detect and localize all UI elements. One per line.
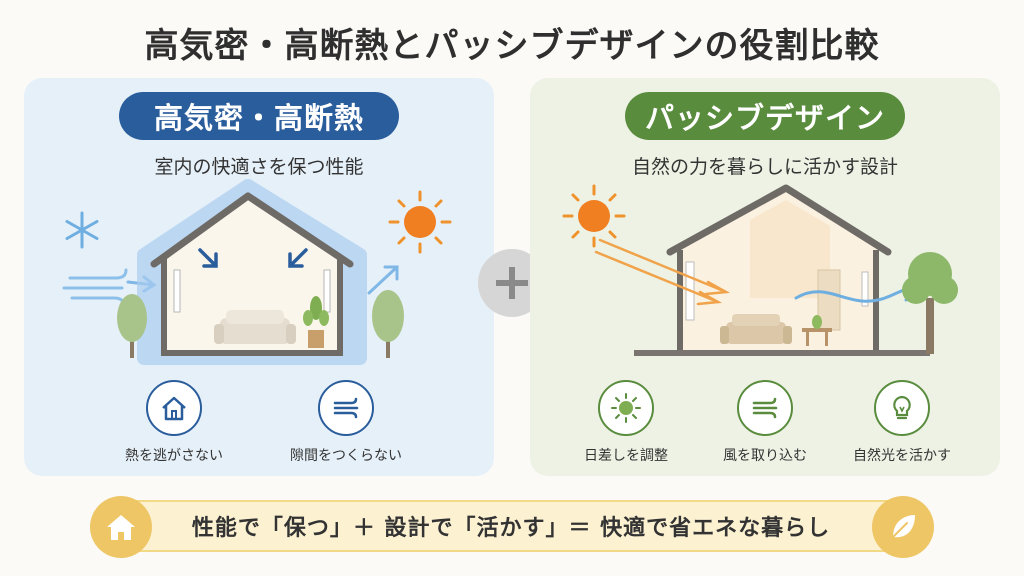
sunlight-rays <box>594 238 731 306</box>
summary-banner: 性能で「保つ」＋ 設計で「活かす」＝ 快適で省エネな暮らし <box>92 500 930 552</box>
wind-icon <box>318 380 374 436</box>
passive-design-heading: パッシブデザイン <box>625 92 905 140</box>
tree-icon <box>902 252 958 354</box>
plant-icon <box>303 296 329 348</box>
passive-house-illustration <box>562 184 958 356</box>
tree-icon-right <box>372 290 404 358</box>
feature-label: 熱を逃がさない <box>125 448 223 464</box>
tree-icon-left <box>117 294 147 358</box>
sun-icon <box>562 184 626 248</box>
arrow-inside-left <box>198 248 218 268</box>
house-wall <box>161 258 343 356</box>
arrow-inside-right <box>288 248 308 268</box>
lightbulb-icon <box>874 380 930 436</box>
table-icon <box>802 315 832 346</box>
passive-design-panel: パッシブデザイン 自然の力を暮らしに活かす設計 <box>530 78 1000 476</box>
sofa-icon <box>720 314 792 344</box>
leaf-icon <box>872 496 934 558</box>
cold-wind-icon <box>62 268 128 308</box>
insulation-panel: 高気密・高断熱 室内の快適さを保つ性能 <box>24 78 494 476</box>
window-right <box>323 269 331 313</box>
window-left <box>173 269 181 313</box>
page-title: 高気密・高断熱とパッシブデザインの役割比較 <box>144 26 880 66</box>
snowflake-icon <box>65 211 99 249</box>
feature-ventilation: 風を取り込む <box>695 380 835 465</box>
feature-sunlight: 日差しを調整 <box>556 380 696 465</box>
house-roof <box>150 192 354 268</box>
feature-label: 風を取り込む <box>723 448 807 464</box>
feature-label: 自然光を活かす <box>853 448 951 464</box>
feature-label: 日差しを調整 <box>584 448 668 464</box>
feature-daylight: 自然光を活かす <box>832 380 972 465</box>
sofa-icon <box>214 310 296 344</box>
house-icon <box>146 380 202 436</box>
insulation-subtitle: 室内の快適さを保つ性能 <box>154 156 364 178</box>
summary-text: 性能で「保つ」＋ 設計で「活かす」＝ 快適で省エネな暮らし <box>191 516 831 541</box>
insulation-heading: 高気密・高断熱 <box>119 92 399 140</box>
feature-label: 隙間をつくらない <box>290 448 402 464</box>
ground-line <box>634 350 930 356</box>
sun-icon <box>598 380 654 436</box>
house-icon <box>90 496 152 558</box>
wind-icon <box>737 380 793 436</box>
window-right <box>861 271 869 307</box>
insulated-house-illustration <box>62 179 452 365</box>
feature-airtight: 隙間をつくらない <box>276 380 416 465</box>
passive-design-subtitle: 自然の力を暮らしに活かす設計 <box>631 156 898 178</box>
arrow-out-right <box>367 265 399 295</box>
sun-icon <box>388 190 452 254</box>
house-roof <box>666 184 892 256</box>
feature-heat-retention: 熱を逃がさない <box>104 380 244 465</box>
